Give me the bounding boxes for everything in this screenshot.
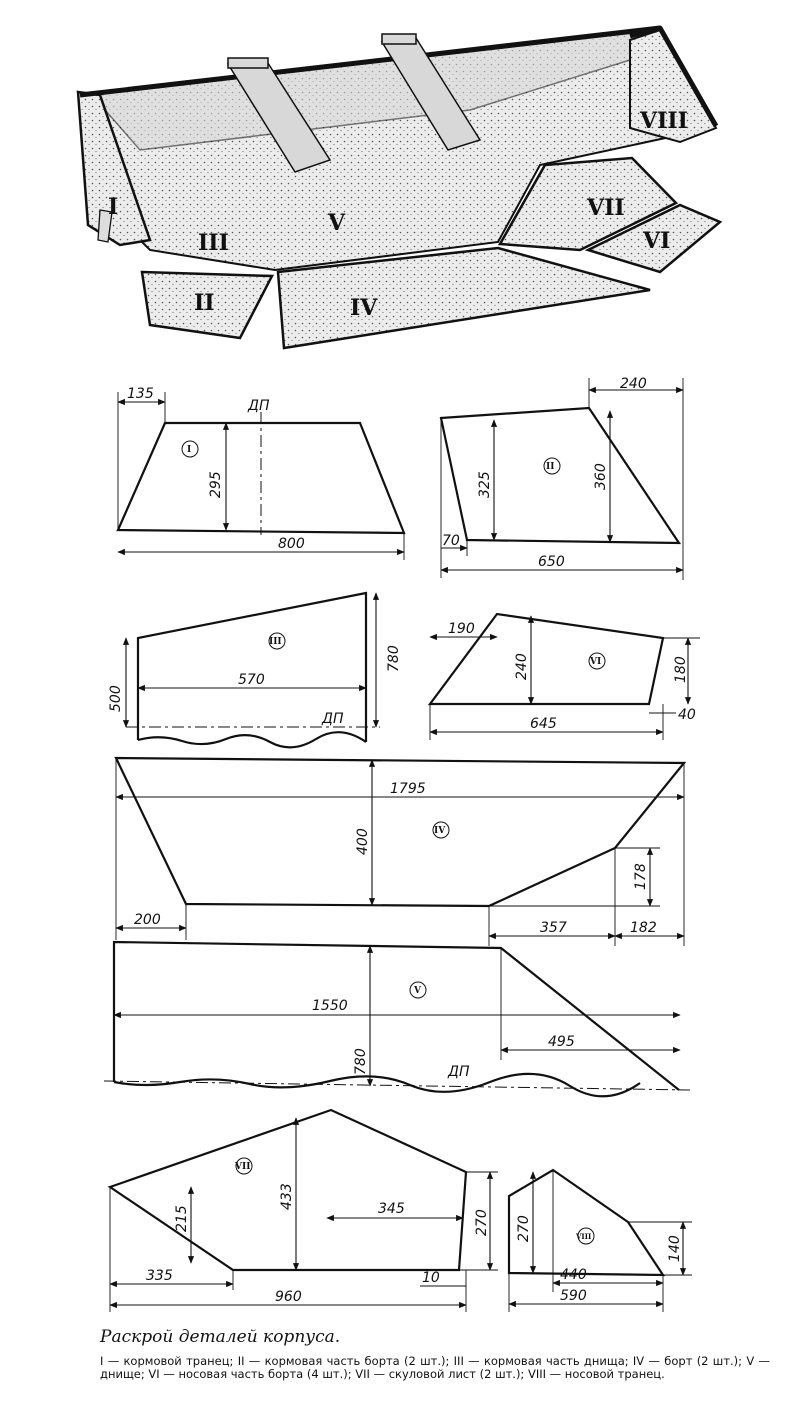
- part-VIII-numeral: VIII: [575, 1232, 591, 1241]
- part-VI-dim-bottom-offset: 40: [678, 707, 696, 723]
- part-VII: 215 433 345 270 335 10 960 VII: [107, 1108, 498, 1312]
- part-I-outline: [116, 421, 406, 535]
- illus-label-VII: VII: [586, 195, 625, 221]
- thwart-rear-bracket: [227, 57, 269, 69]
- part-VII-dim-peak-height: 433: [279, 1183, 295, 1210]
- part-V-axis: [103, 1080, 691, 1091]
- illus-label-VI: VI: [642, 228, 670, 254]
- part-IV-dim-right: 182: [630, 920, 657, 936]
- hull-illustration: I II III IV V VI VII VIII: [76, 25, 723, 350]
- part-I-dim-width: 800: [278, 536, 305, 552]
- illus-label-I: I: [108, 194, 118, 220]
- thwart-front-bracket: [381, 33, 417, 45]
- part-VI-numeral: VI: [589, 657, 601, 667]
- part-II-dim-left-height: 325: [477, 471, 493, 498]
- part-VIII: 270 440 140 590 VIII: [507, 1168, 692, 1312]
- part-V-outline: [112, 940, 680, 1091]
- figure-caption: Раскрой деталей корпуса. I — кормовой тр…: [100, 1327, 770, 1381]
- part-IV-dim-length: 1795: [390, 781, 426, 797]
- part-I-dim-height: 295: [208, 471, 224, 498]
- part-V-dim-taper: 495: [548, 1034, 575, 1050]
- part-V-numeral: V: [413, 986, 422, 996]
- part-II-numeral: II: [546, 462, 554, 472]
- panel-VII-3d: [497, 156, 679, 252]
- part-VIII-dim-right-height: 140: [667, 1235, 683, 1262]
- part-VII-numeral: VII: [234, 1162, 250, 1172]
- part-VII-dim-width: 960: [275, 1289, 302, 1305]
- caption-text: I — кормовой транец; II — кормовая часть…: [100, 1354, 770, 1381]
- part-VI-dim-height: 240: [514, 653, 530, 680]
- part-I-dim-top-offset: 135: [127, 386, 154, 402]
- part-VIII-dim-inner: 440: [560, 1267, 587, 1283]
- part-I-numeral: I: [187, 445, 191, 455]
- part-VII-dim-left-height: 215: [174, 1205, 190, 1232]
- part-II-dim-top-right: 240: [620, 376, 647, 392]
- illus-label-II: II: [194, 290, 215, 316]
- part-I: ДП 135 295 800 I: [116, 386, 406, 560]
- panel-II-3d: [140, 270, 275, 340]
- part-VI-dim-width: 645: [530, 716, 557, 732]
- part-VI-dim-right-height: 180: [673, 656, 689, 683]
- part-VII-dim-right-height: 270: [474, 1209, 490, 1236]
- part-II-dim-width: 650: [538, 554, 565, 570]
- part-III-dim-inner: 570: [238, 672, 265, 688]
- part-IV: 1795 400 200 357 182 178 IV: [114, 756, 687, 946]
- illus-label-III: III: [198, 230, 229, 256]
- transom-leg: [97, 209, 113, 243]
- part-VIII-dim-height: 270: [516, 1215, 532, 1242]
- part-IV-dim-height: 400: [355, 828, 371, 855]
- part-IV-dim-rise: 178: [633, 863, 649, 890]
- part-V-break-line: [113, 1072, 641, 1098]
- part-I-axis-label: ДП: [247, 398, 270, 414]
- part-V: ДП 1550 780 495 V: [103, 940, 691, 1098]
- part-VII-dim-bottom-right: 10: [422, 1270, 440, 1286]
- part-II-dim-right-height: 360: [593, 463, 609, 490]
- part-V-dim-length: 1550: [312, 998, 348, 1014]
- part-V-dim-height: 780: [353, 1048, 369, 1075]
- gunwale-rim: [79, 25, 661, 98]
- part-IV-outline: [114, 756, 687, 908]
- part-III-break-line: [137, 731, 367, 749]
- part-III-dim-right-height: 780: [386, 645, 402, 672]
- part-IV-numeral: IV: [434, 826, 446, 836]
- part-III-dim-left-height: 500: [108, 685, 124, 712]
- part-V-axis-label: ДП: [447, 1064, 470, 1080]
- part-IV-dim-mid: 357: [540, 920, 567, 936]
- part-III: ДП 570 500 780 III: [108, 591, 402, 749]
- illus-label-V: V: [327, 210, 346, 236]
- part-IV-dim-left-offset: 200: [134, 912, 161, 928]
- part-VIII-dim-width: 590: [560, 1288, 587, 1304]
- part-III-axis-label: ДП: [321, 711, 344, 727]
- part-III-numeral: III: [269, 637, 282, 647]
- part-VII-dim-inner: 345: [378, 1201, 405, 1217]
- part-VIII-outline: [507, 1168, 666, 1277]
- part-II-dim-bottom-offset: 70: [442, 533, 460, 549]
- part-II-outline: [439, 406, 682, 545]
- panel-IV-3d: [276, 246, 651, 350]
- part-VI-dim-peak-offset: 190: [448, 621, 475, 637]
- panel-VI-3d: [584, 203, 723, 274]
- caption-title: Раскрой деталей корпуса.: [100, 1327, 341, 1347]
- part-VI: 190 240 180 40 645 VI: [427, 612, 700, 740]
- illus-label-VIII: VIII: [639, 108, 688, 134]
- part-II: 240 325 360 70 650 II: [439, 376, 684, 580]
- part-VII-dim-bottom-left: 335: [146, 1268, 173, 1284]
- illus-label-IV: IV: [350, 295, 378, 321]
